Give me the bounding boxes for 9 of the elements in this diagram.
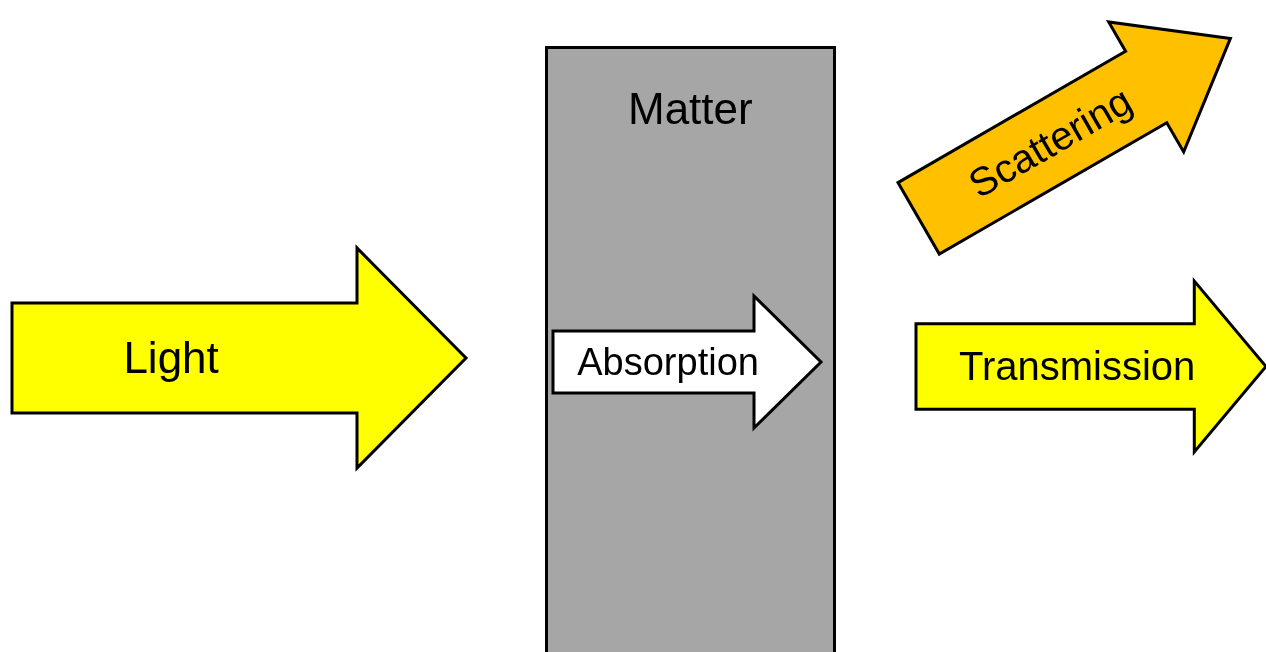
matter-block [545,46,836,652]
light-arrow [10,246,468,470]
arrow-label: Light [123,336,219,380]
scattering-arrow [896,19,1233,256]
block-title: Matter [628,87,753,131]
transmission-arrow [914,278,1266,454]
absorption-arrow [551,294,823,430]
arrow-label: Transmission [959,346,1196,386]
arrow-label: Absorption [577,343,759,381]
